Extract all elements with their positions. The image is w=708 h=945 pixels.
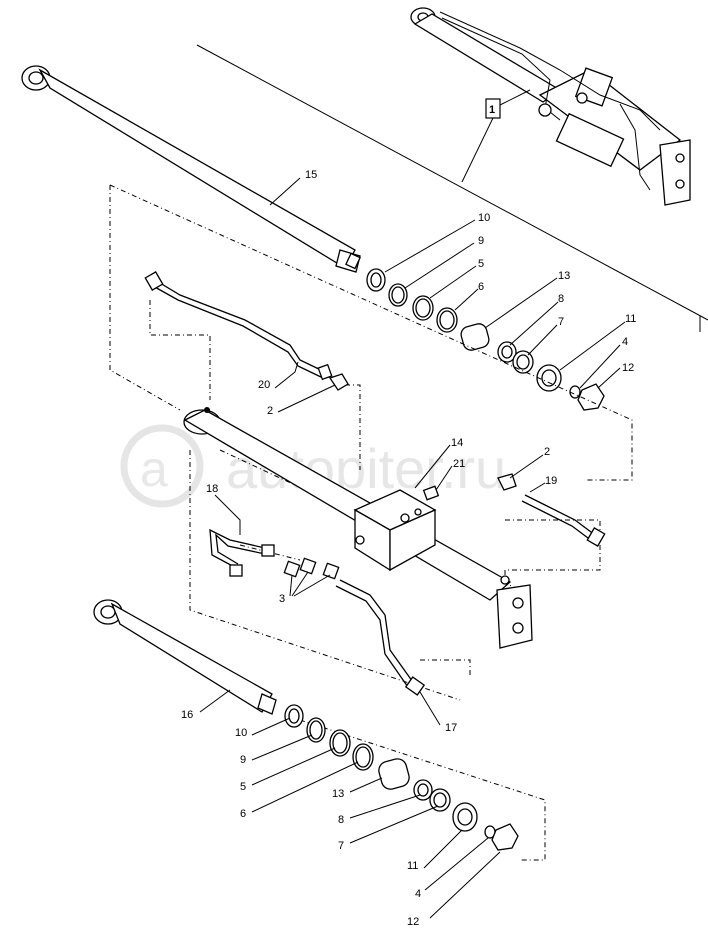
fitting-21 <box>422 485 440 501</box>
callout-8-lower: 8 <box>338 794 421 826</box>
piston-rod-upper <box>21 65 361 273</box>
svg-text:5: 5 <box>478 258 484 270</box>
callout-14: 14 <box>414 437 463 489</box>
reference-line <box>196 44 708 332</box>
svg-text:8: 8 <box>338 814 344 826</box>
svg-text:10: 10 <box>235 727 247 739</box>
callout-9-lower: 9 <box>240 734 313 766</box>
callout-2-right: 2 <box>509 446 550 479</box>
callout-13-upper: 13 <box>484 270 570 329</box>
seal-set-lower <box>284 704 519 851</box>
svg-text:7: 7 <box>338 840 344 852</box>
assembly-marker-label: 1 <box>489 104 495 116</box>
fitting-2-upper <box>328 373 349 391</box>
svg-text:12: 12 <box>622 362 634 374</box>
svg-text:6: 6 <box>240 808 246 820</box>
callout-12-upper: 12 <box>597 362 634 389</box>
piston-rod-lower <box>93 599 277 715</box>
svg-text:11: 11 <box>625 313 636 325</box>
svg-text:9: 9 <box>240 754 246 766</box>
callout-10-upper: 10 <box>384 212 490 273</box>
pipe-18 <box>209 528 275 577</box>
callout-3: 3 <box>279 571 331 605</box>
svg-text:13: 13 <box>332 788 344 800</box>
svg-text:15: 15 <box>305 169 317 181</box>
callout-6-lower: 6 <box>240 761 359 820</box>
callout-17: 17 <box>419 691 457 734</box>
fitting-2-right <box>497 473 517 491</box>
svg-text:13: 13 <box>558 270 570 282</box>
callout-5-lower: 5 <box>240 747 336 793</box>
callout-18: 18 <box>206 483 241 535</box>
callout-4-lower: 4 <box>415 837 489 900</box>
valve-block <box>353 489 437 572</box>
assembly-marker: 1 <box>461 89 531 183</box>
svg-text:6: 6 <box>478 281 484 293</box>
svg-text:20: 20 <box>258 379 270 391</box>
cylinder-barrel <box>183 407 533 649</box>
svg-text:19: 19 <box>545 475 557 487</box>
svg-text:16: 16 <box>181 709 193 721</box>
svg-text:14: 14 <box>451 437 463 449</box>
callout-5-upper: 5 <box>429 258 484 299</box>
pipe-17 <box>335 579 426 696</box>
svg-text:12: 12 <box>407 916 419 928</box>
callout-10-lower: 10 <box>235 717 291 739</box>
svg-text:7: 7 <box>558 316 564 328</box>
svg-text:9: 9 <box>478 235 484 247</box>
svg-text:5: 5 <box>240 781 246 793</box>
watermark-logo: a <box>120 424 204 508</box>
callout-7-upper: 7 <box>527 316 564 356</box>
fittings-3 <box>283 557 340 580</box>
svg-text:8: 8 <box>558 293 564 305</box>
callout-2-upper: 2 <box>267 384 336 417</box>
callout-11-upper: 11 <box>559 313 636 371</box>
callout-20: 20 <box>258 361 299 391</box>
svg-text:21: 21 <box>453 458 465 470</box>
callout-19: 19 <box>529 475 557 493</box>
callout-15: 15 <box>269 169 317 206</box>
svg-text:10: 10 <box>478 212 490 224</box>
callout-6-upper: 6 <box>454 281 484 311</box>
callout-9-upper: 9 <box>404 235 484 289</box>
assembly-dashed-lines <box>109 184 633 861</box>
svg-text:17: 17 <box>445 722 457 734</box>
callout-12-lower: 12 <box>407 851 501 928</box>
svg-text:11: 11 <box>407 860 418 872</box>
svg-text:3: 3 <box>279 593 285 605</box>
callout-13-lower: 13 <box>332 777 383 800</box>
callout-4-upper: 4 <box>579 336 628 389</box>
svg-text:2: 2 <box>267 405 273 417</box>
callout-7-lower: 7 <box>338 805 439 852</box>
pipe-20 <box>144 271 333 381</box>
cylinder-assembly-thumbnail <box>410 7 691 206</box>
seal-set-upper <box>366 268 605 411</box>
callout-11-lower: 11 <box>407 829 463 872</box>
watermark-logo-letter: a <box>140 441 168 497</box>
svg-text:4: 4 <box>622 336 628 348</box>
svg-text:2: 2 <box>544 446 550 458</box>
svg-text:4: 4 <box>415 888 421 900</box>
pipe-19 <box>521 494 606 547</box>
callout-8-upper: 8 <box>509 293 564 346</box>
callout-21: 21 <box>435 458 465 491</box>
callout-16: 16 <box>181 689 231 721</box>
svg-text:18: 18 <box>206 483 218 495</box>
